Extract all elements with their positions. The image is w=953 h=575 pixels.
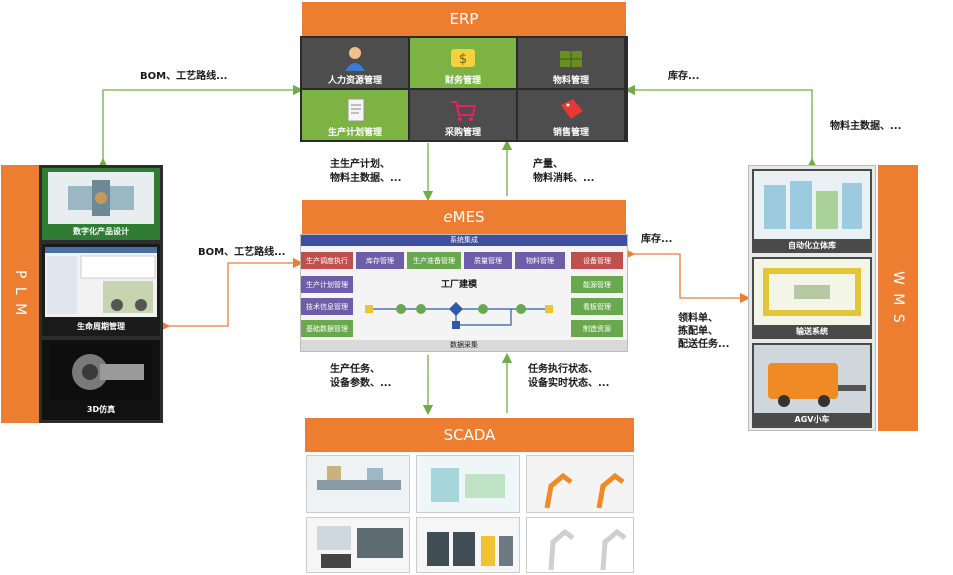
scada-image-grid bbox=[304, 452, 636, 574]
wms-item-conveyor[interactable]: 输送系统 bbox=[752, 257, 872, 339]
plm-item-label: 3D仿真 bbox=[86, 405, 116, 414]
emes-module-quality[interactable]: 质量管理 bbox=[464, 252, 512, 269]
erp-module-grid: 人力资源管理 $ 财务管理 物料管理 生产计划管理 采购管理 销售管理 bbox=[300, 36, 628, 142]
emes-panel: 系统集成 生产调度执行 库存管理 生产准备管理 质量管理 物料管理 设备管理 生… bbox=[300, 234, 628, 352]
flow-label-erp-to-mes-2: 物料主数据、... bbox=[330, 173, 402, 184]
emes-title-prefix: e bbox=[443, 208, 453, 226]
document-icon bbox=[347, 98, 365, 122]
wms-title: W M S bbox=[890, 271, 906, 325]
software-screenshot-image bbox=[45, 247, 157, 317]
scada-thumb-white-robots bbox=[526, 517, 634, 573]
scada-title: SCADA bbox=[443, 426, 496, 444]
plm-title: P L M bbox=[12, 270, 28, 318]
arrow-plm-mes bbox=[159, 257, 304, 332]
svg-text:$: $ bbox=[459, 52, 467, 67]
warehouse-image bbox=[754, 171, 870, 239]
emes-module-equipment[interactable]: 设备管理 bbox=[571, 252, 623, 269]
cart-icon bbox=[451, 101, 477, 121]
plm-item-3d-simulation[interactable]: 3D仿真 bbox=[42, 340, 160, 420]
flow-label-mes-to-wms-2: 拣配单、 bbox=[678, 326, 718, 337]
emes-module-energy[interactable]: 能源管理 bbox=[571, 276, 623, 293]
arrow-wms-erp bbox=[624, 84, 818, 169]
plm-item-digital-design[interactable]: 数字化产品设计 bbox=[42, 168, 160, 240]
emes-module-base-data[interactable]: 基础数据管理 bbox=[301, 320, 353, 337]
plm-item-lifecycle[interactable]: 生命周期管理 bbox=[42, 244, 160, 336]
wms-panel: 自动化立体库 输送系统 AGV小车 bbox=[748, 165, 876, 431]
factory-model-flow bbox=[365, 302, 553, 329]
emes-module-resources[interactable]: 制造资源 bbox=[571, 320, 623, 337]
scada-thumb-plc-devices bbox=[416, 517, 520, 573]
flow-label-wms-to-mes: 库存... bbox=[641, 234, 673, 245]
flow-label-mes-to-erp-1: 产量、 bbox=[533, 159, 563, 170]
flow-label-mes-to-scada-2: 设备参数、... bbox=[330, 378, 392, 389]
person-icon bbox=[345, 47, 365, 71]
plm-item-label: 数字化产品设计 bbox=[73, 227, 129, 236]
flow-label-plm-erp: BOM、工艺路线... bbox=[140, 71, 228, 82]
flow-label-wms-to-erp: 库存... bbox=[668, 71, 700, 82]
emes-module-scheduling[interactable]: 生产调度执行 bbox=[301, 252, 353, 269]
wms-item-agv[interactable]: AGV小车 bbox=[752, 343, 872, 428]
scada-thumb-control-panels bbox=[306, 517, 410, 573]
3d-part-image bbox=[50, 344, 152, 400]
scada-thumb-robot-arms bbox=[526, 455, 634, 513]
valve-drawing-image bbox=[48, 172, 154, 224]
plm-side-bar: P L M bbox=[1, 165, 39, 423]
wms-item-label: AGV小车 bbox=[794, 415, 830, 424]
flow-label-erp-to-mes-1: 主生产计划、 bbox=[330, 159, 390, 170]
emes-module-production-plan[interactable]: 生产计划管理 bbox=[301, 276, 353, 293]
erp-module-purchasing[interactable]: 采购管理 bbox=[410, 90, 516, 140]
plm-panel: 数字化产品设计 生命周期管理 3D仿真 bbox=[39, 165, 163, 423]
emes-module-inventory[interactable]: 库存管理 bbox=[356, 252, 404, 269]
flow-label-mes-to-wms-1: 领料单、 bbox=[678, 313, 718, 324]
plm-item-label: 生命周期管理 bbox=[77, 322, 125, 331]
flow-label-plm-mes: BOM、工艺路线... bbox=[198, 247, 286, 258]
flow-label-mes-to-erp-2: 物料消耗、... bbox=[533, 173, 595, 184]
erp-header: ERP bbox=[302, 2, 626, 36]
emes-bottom-bar: 数据采集 bbox=[301, 340, 627, 351]
emes-module-preparation[interactable]: 生产准备管理 bbox=[407, 252, 461, 269]
wms-item-label: 自动化立体库 bbox=[788, 241, 836, 250]
wms-side-bar: W M S bbox=[878, 165, 918, 431]
scada-thumb-plant-layout bbox=[416, 455, 520, 513]
emes-top-bar: 系统集成 bbox=[301, 235, 627, 246]
emes-module-kanban[interactable]: 看板管理 bbox=[571, 298, 623, 315]
scada-thumb-production-line bbox=[306, 455, 410, 513]
wms-item-asrs[interactable]: 自动化立体库 bbox=[752, 169, 872, 253]
erp-module-material[interactable]: 物料管理 bbox=[518, 38, 624, 88]
erp-module-production-plan[interactable]: 生产计划管理 bbox=[302, 90, 408, 140]
sale-tag-icon bbox=[561, 99, 583, 119]
wms-item-label: 输送系统 bbox=[796, 327, 828, 336]
erp-module-finance[interactable]: $ 财务管理 bbox=[410, 38, 516, 88]
agv-image bbox=[754, 345, 870, 413]
money-icon: $ bbox=[451, 49, 475, 67]
emes-module-material[interactable]: 物料管理 bbox=[515, 252, 565, 269]
arrow-plm-erp bbox=[97, 84, 304, 169]
arrow-wms-mes bbox=[624, 248, 751, 304]
flow-label-scada-to-mes-2: 设备实时状态、... bbox=[528, 378, 610, 389]
flow-label-mes-to-wms-3: 配送任务... bbox=[678, 339, 730, 350]
emes-center-label: 工厂建模 bbox=[441, 280, 478, 290]
flow-label-scada-to-mes-1: 任务执行状态、 bbox=[528, 364, 598, 375]
flow-label-mes-to-scada-1: 生产任务、 bbox=[330, 364, 380, 375]
emes-title-suffix: MES bbox=[452, 208, 485, 226]
scada-header: SCADA bbox=[305, 418, 634, 452]
crate-icon bbox=[560, 51, 582, 67]
emes-module-tech-info[interactable]: 技术信息管理 bbox=[301, 298, 353, 315]
conveyor-image bbox=[754, 259, 870, 325]
flow-label-erp-to-wms: 物料主数据、... bbox=[830, 121, 902, 132]
erp-module-sales[interactable]: 销售管理 bbox=[518, 90, 624, 140]
erp-module-hr[interactable]: 人力资源管理 bbox=[302, 38, 408, 88]
erp-title: ERP bbox=[449, 10, 479, 28]
